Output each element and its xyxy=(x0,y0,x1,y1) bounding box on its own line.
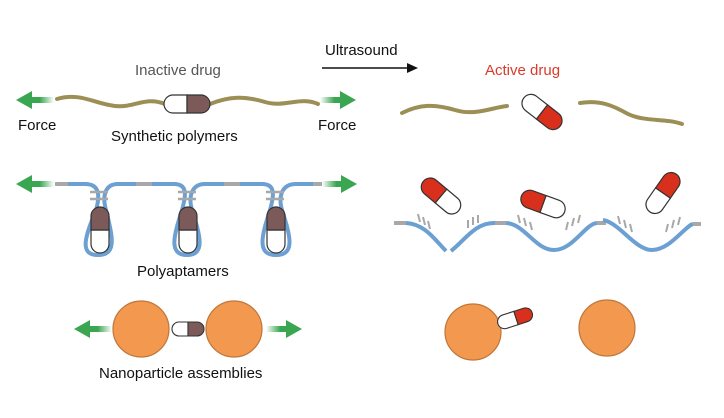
polyaptamer-chain xyxy=(55,182,322,258)
force-arrow-left-3 xyxy=(74,320,112,338)
nanoparticle-released-left xyxy=(444,303,502,361)
released-drug-2 xyxy=(517,187,569,221)
ultrasound-arrow xyxy=(322,63,418,73)
linker-drug-capsule xyxy=(171,321,205,337)
bound-drug-capsule-2 xyxy=(178,206,198,254)
force-arrow-right-3 xyxy=(266,320,302,338)
synthetic-polymers-label: Synthetic polymers xyxy=(111,128,238,145)
active-linker-drug xyxy=(497,307,534,330)
force-arrow-left-2 xyxy=(16,175,54,193)
polyaptamers-label: Polyaptamers xyxy=(137,263,229,280)
force-label-right: Force xyxy=(318,117,357,134)
polymer-fragment-right xyxy=(578,100,684,126)
nanoparticle-left xyxy=(112,300,170,358)
force-label-left: Force xyxy=(18,117,57,134)
active-drug-capsule xyxy=(517,90,567,134)
bound-drug-capsule-1 xyxy=(90,206,110,254)
polymer-fragment-left xyxy=(400,103,509,115)
force-arrow-left xyxy=(16,91,54,109)
synthetic-polymer-chain xyxy=(55,94,320,109)
aptamer-fragments xyxy=(394,213,701,253)
inactive-drug-capsule xyxy=(163,94,211,114)
inactive-drug-label: Inactive drug xyxy=(135,62,221,79)
nanoparticle-assemblies-label: Nanoparticle assemblies xyxy=(99,365,263,382)
active-drug-label: Active drug xyxy=(485,62,561,79)
bound-drug-capsule-3 xyxy=(266,206,286,254)
released-drug-3 xyxy=(641,168,685,218)
ultrasound-label: Ultrasound xyxy=(325,42,398,59)
released-drug-1 xyxy=(416,173,466,219)
force-arrow-right-2 xyxy=(322,175,357,193)
nanoparticle-right xyxy=(205,300,263,358)
nanoparticle-released-right xyxy=(578,299,636,357)
force-arrow-right xyxy=(320,91,356,109)
